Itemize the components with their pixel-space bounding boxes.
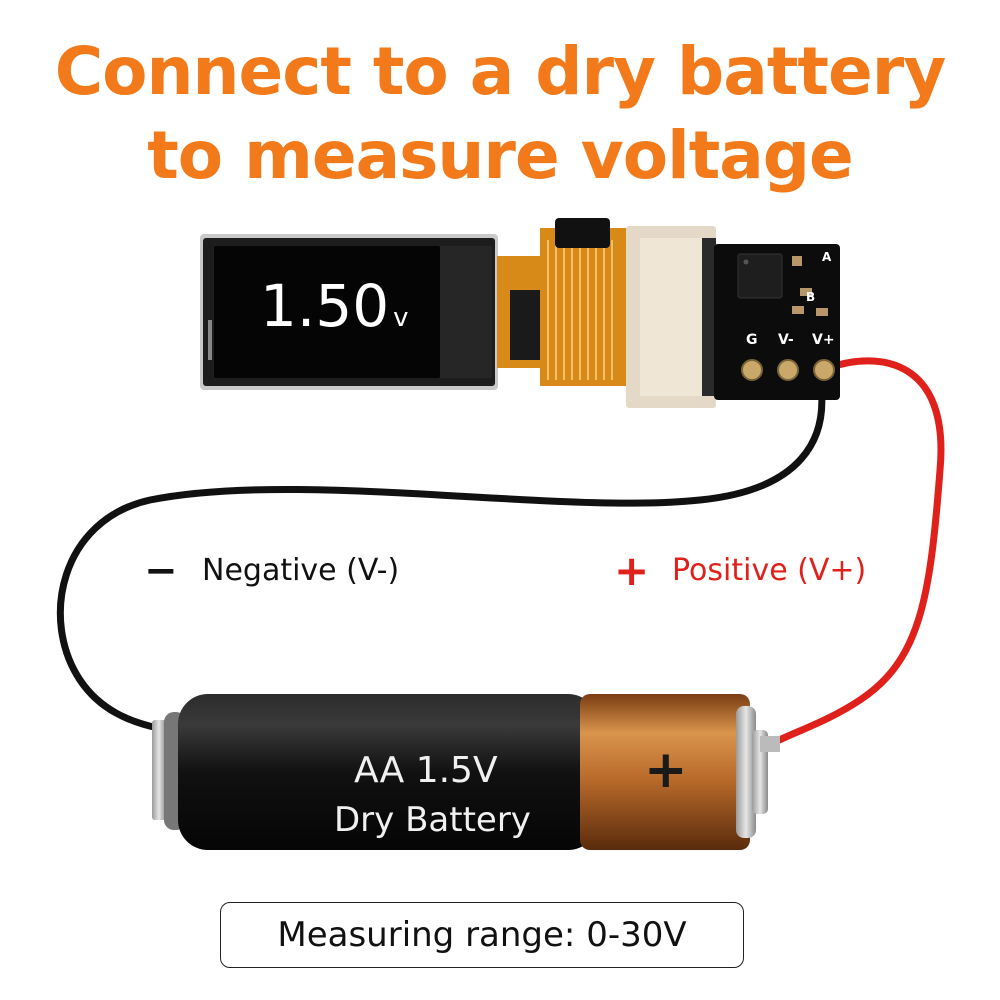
headline-line-2: to measure voltage	[147, 117, 854, 194]
battery-cap	[580, 694, 750, 850]
positive-label: Positive (V+)	[672, 553, 867, 588]
battery-plus-mark: +	[644, 740, 688, 800]
flex-cable	[497, 218, 630, 386]
battery-type-label: AA 1.5V	[354, 750, 498, 791]
pad-v-minus	[777, 359, 799, 381]
pin-label-v-minus: V-	[778, 332, 794, 348]
measuring-range-text: Measuring range: 0-30V	[277, 915, 687, 955]
pad-g	[741, 359, 763, 381]
pin-label-v-plus: V+	[812, 332, 835, 348]
positive-symbol: +	[614, 546, 650, 595]
oled-reading-value: 1.50	[260, 272, 390, 340]
pad-v-plus	[813, 359, 835, 381]
negative-symbol: −	[144, 548, 178, 594]
measuring-range-box: Measuring range: 0-30V	[220, 902, 744, 968]
driver-board	[714, 244, 840, 400]
chip-label-a: A	[822, 250, 832, 264]
negative-label: Negative (V-)	[202, 553, 400, 588]
aa-battery	[152, 694, 780, 850]
headline-line-1: Connect to a dry battery	[54, 33, 947, 110]
fpc-connector	[626, 226, 716, 408]
chip-label-b: B	[806, 290, 816, 304]
oled-screen	[214, 246, 440, 378]
positive-wire	[771, 357, 945, 746]
oled-reading-unit: v	[393, 303, 409, 333]
pin-label-g: G	[746, 332, 758, 348]
negative-terminal	[152, 720, 166, 820]
negative-wire	[57, 376, 826, 732]
battery-body	[178, 694, 598, 850]
oled-module	[200, 234, 498, 390]
battery-name-label: Dry Battery	[334, 800, 531, 840]
